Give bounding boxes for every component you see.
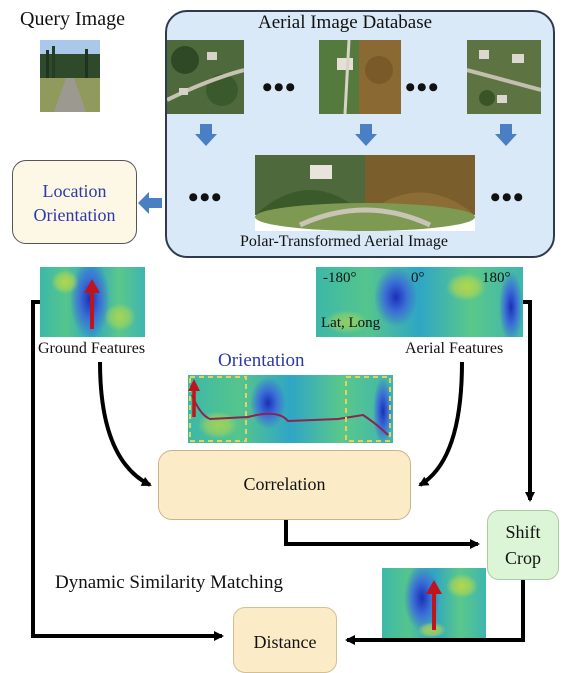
ellipsis-3: •••: [188, 181, 223, 214]
down-arrow-1: [195, 124, 217, 146]
location-orientation-box: [12, 160, 137, 244]
dynamic-similarity-matching-label: Dynamic Similarity Matching: [55, 572, 283, 593]
correlation-label: Correlation: [243, 474, 326, 494]
aerial-tile-2: [319, 40, 401, 114]
ellipsis-4: •••: [490, 181, 525, 214]
arrow-aerial-to-correlation: [418, 361, 464, 487]
arrow-ground-to-distance: [31, 300, 224, 641]
arrow-ground-to-correlation: [98, 361, 152, 487]
arrow-correlation-to-shift: [284, 520, 480, 549]
polar-transformed-image: [255, 155, 475, 231]
aerial-tile-3: [467, 40, 541, 114]
query-image: [40, 40, 100, 112]
ellipsis-2: •••: [405, 71, 440, 104]
orientation-heatmap: [188, 375, 393, 443]
down-arrow-2: [355, 124, 377, 146]
crop-label: Crop: [505, 548, 541, 568]
ground-features-label: Ground Features: [38, 340, 146, 357]
left-arrow: [138, 192, 162, 214]
aerial-axis-left: -180°: [323, 270, 357, 286]
cropped-features-heatmap: [382, 568, 486, 638]
aerial-features-heatmap: [316, 267, 523, 337]
correlation-box: [158, 450, 411, 520]
aerial-tile-1: [167, 40, 244, 114]
aerial-coords-label: Lat, Long: [321, 315, 381, 331]
aerial-features-label: Aerial Features: [405, 340, 504, 357]
polar-transformed-label: Polar-Transformed Aerial Image: [240, 233, 448, 250]
query-image-label: Query Image: [20, 8, 125, 30]
location-label: Location: [42, 181, 107, 201]
down-arrow-3: [495, 124, 517, 146]
shift-crop-box: [487, 510, 559, 580]
ground-features-heatmap: [40, 267, 145, 337]
orientation-output-label: Orientation: [33, 205, 116, 225]
orientation-title: Orientation: [218, 350, 305, 371]
ellipsis-1: •••: [262, 71, 297, 104]
arrow-aerial-to-shift: [523, 300, 535, 502]
distance-label: Distance: [253, 632, 317, 652]
shift-label: Shift: [505, 522, 541, 542]
arrow-shift-to-distance: [345, 580, 525, 645]
aerial-axis-right: 180°: [482, 270, 511, 286]
aerial-axis-mid: 0°: [411, 270, 425, 286]
distance-box: [233, 607, 337, 673]
aerial-database-title: Aerial Image Database: [258, 12, 433, 33]
